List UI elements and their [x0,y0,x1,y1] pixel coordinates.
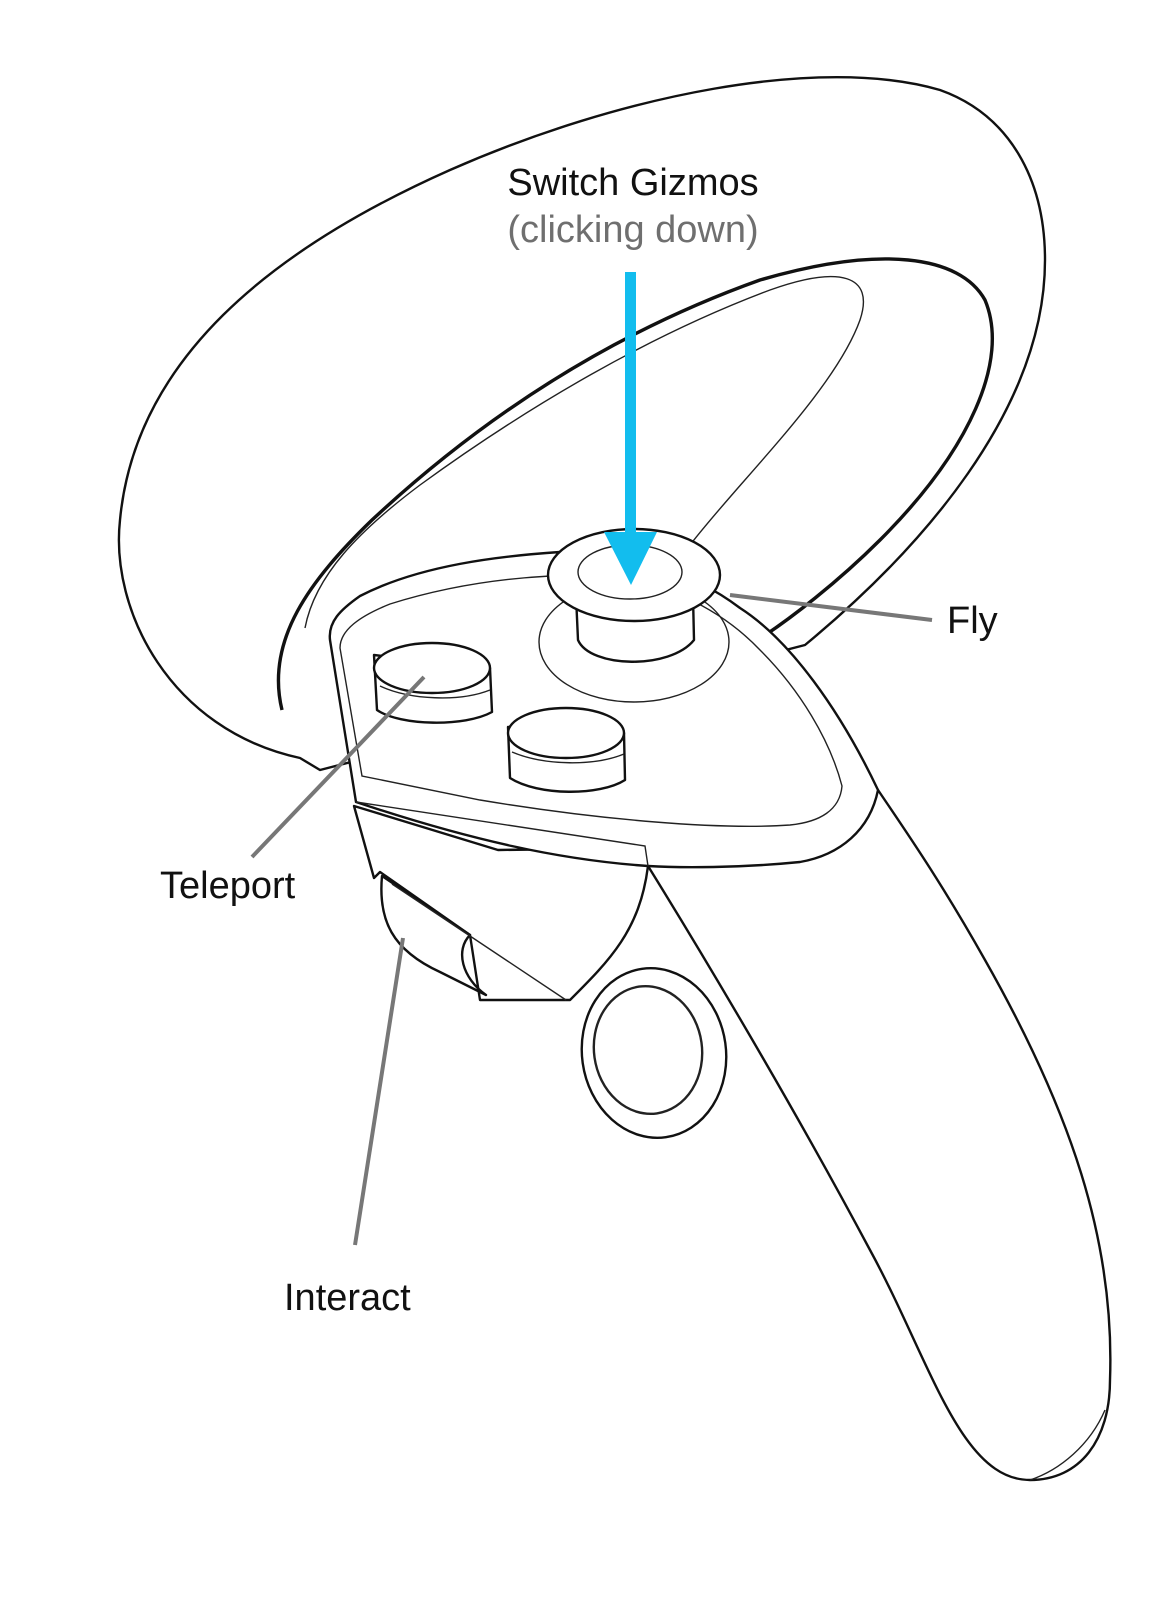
interact-label: Interact [284,1277,411,1319]
secondary-face-button [506,706,627,793]
fly-label: Fly [947,600,998,642]
fly-leader-line [729,593,933,622]
faceplate-seam [355,801,649,867]
switch-gizmos-label: Switch Gizmos [507,162,758,204]
controller-handle [646,774,1112,1482]
arrow-down-icon [604,272,657,585]
faceplate-inner-rim [339,574,843,827]
controller-faceplate [328,550,880,869]
teleport-button [372,641,494,724]
menu-button [580,967,728,1139]
trigger-button [380,874,488,997]
ring-inner-edge [276,257,994,711]
ring-outer [117,76,1047,772]
teleport-label: Teleport [160,865,296,907]
trigger-groove [391,883,567,1001]
interact-leader-line [353,937,405,1246]
tracking-ring [117,76,1047,772]
clicking-down-label: (clicking down) [507,209,758,251]
ring-inner-lip [304,275,865,629]
teleport-leader-line [250,675,426,859]
handle-end-cap [1029,1409,1106,1481]
